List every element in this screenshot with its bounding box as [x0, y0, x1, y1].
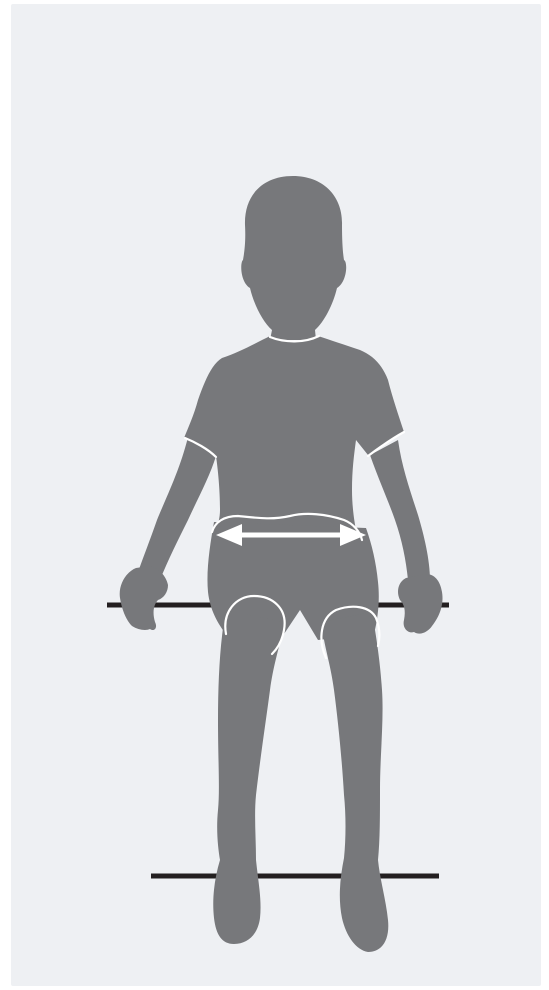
- seated-child-illustration: [11, 4, 541, 986]
- illustration-panel: [11, 4, 541, 986]
